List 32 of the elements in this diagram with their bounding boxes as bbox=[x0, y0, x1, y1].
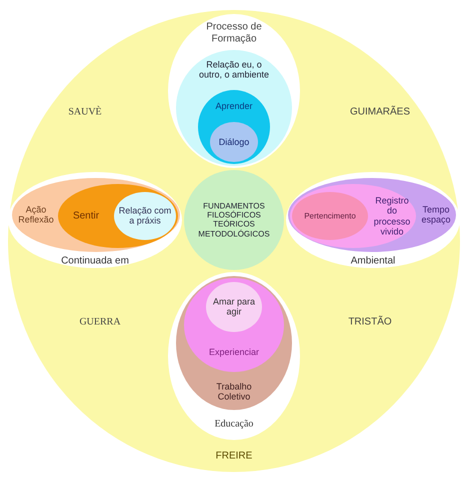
ellipse-label: Relação com a práxis bbox=[118, 206, 172, 226]
ellipse-label: Ação Reflexão bbox=[17, 204, 55, 226]
ellipse-label: Pertencimento bbox=[303, 211, 357, 221]
ellipse-label: Relação eu, o outro, o ambiente bbox=[198, 60, 270, 80]
ellipse-label: FUNDAMENTOS FILOSÓFICOS TEÓRICOS METODOLÓGICOS bbox=[197, 202, 271, 238]
petal-ellipse bbox=[206, 282, 262, 332]
ellipse-label: Educação bbox=[214, 418, 254, 430]
ellipse-label: Sentir bbox=[72, 210, 100, 222]
ellipse-label: Ambiental bbox=[350, 255, 396, 267]
author-name: GUERRA bbox=[78, 316, 122, 328]
ellipse-label: Processo de Formação bbox=[205, 22, 263, 44]
ellipse-label: Diálogo bbox=[218, 136, 250, 148]
author-name: FREIRE bbox=[214, 450, 254, 462]
ellipse-label: Tempo espaço bbox=[420, 204, 452, 226]
petal-ellipse bbox=[12, 178, 180, 252]
author-name: SAUVÈ bbox=[67, 106, 103, 118]
ellipse-label: Trabalho Coletivo bbox=[215, 382, 253, 402]
petal-ellipse bbox=[292, 192, 368, 240]
petal-ellipse bbox=[210, 122, 258, 162]
ellipse-label: Aprender bbox=[214, 100, 254, 112]
author-name: TRISTÃO bbox=[347, 316, 393, 328]
author-name: GUIMARÃES bbox=[348, 106, 411, 118]
petal-ellipse bbox=[198, 90, 270, 164]
petal-ellipse bbox=[290, 184, 416, 248]
ellipse-label: Experienciar bbox=[208, 346, 260, 358]
petal-ellipse bbox=[58, 184, 178, 248]
petal-ellipse bbox=[184, 278, 284, 372]
petal-ellipse bbox=[114, 192, 176, 240]
ellipse-label: Continuada em bbox=[60, 255, 130, 267]
ellipse-label: Registro do processo vivido bbox=[372, 195, 412, 237]
petal-ellipse bbox=[288, 178, 456, 252]
ellipse-label: Amar para agir bbox=[212, 296, 256, 318]
